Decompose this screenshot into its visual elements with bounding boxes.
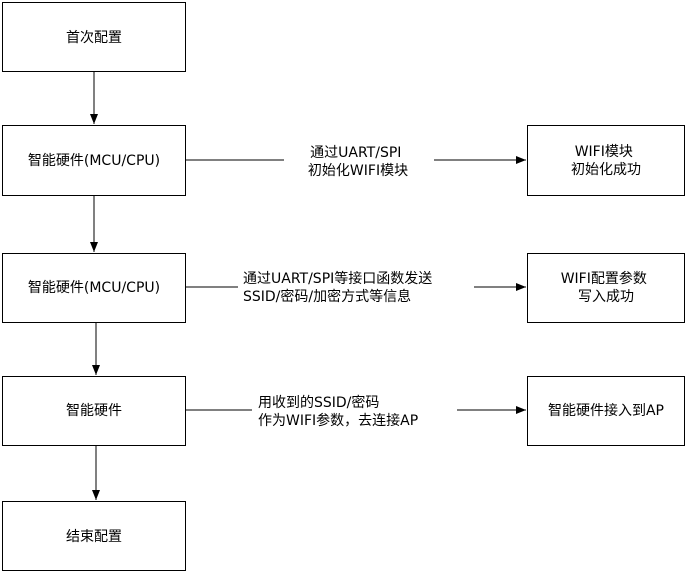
node-wifi-params-line: WIFI配置参数 [561, 270, 647, 287]
node-wifi-params: WIFI配置参数 写入成功 [527, 253, 685, 323]
node-hw2: 智能硬件(MCU/CPU) [2, 253, 186, 323]
node-wifi-init-line: 初始化成功 [571, 161, 641, 178]
edge-label-hw3-to-join-ap: 用收到的SSID/密码 作为WIFI参数，去连接AP [258, 394, 418, 429]
edge-hw3-to-join-ap: 用收到的SSID/密码 作为WIFI参数，去连接AP [186, 394, 526, 430]
node-start: 首次配置 [2, 2, 186, 72]
edge-hw1-to-wifi-init: 通过UART/SPI 初始化WIFI模块 [186, 144, 526, 180]
node-end-label: 结束配置 [66, 529, 122, 545]
node-wifi-params-label: WIFI配置参数 写入成功 [561, 270, 652, 305]
edge-hw2-to-wifi-params: 通过UART/SPI等接口函数发送 SSID/密码/加密方式等信息 [186, 270, 526, 306]
node-end: 结束配置 [2, 501, 186, 571]
node-wifi-init-label: WIFI模块 初始化成功 [571, 144, 641, 178]
node-wifi-params-line: 写入成功 [578, 289, 634, 305]
edge-label-line: SSID/密码/加密方式等信息 [243, 288, 411, 305]
edge-label-hw2-to-wifi-params: 通过UART/SPI等接口函数发送 SSID/密码/加密方式等信息 [243, 270, 437, 305]
node-wifi-init-line: WIFI模块 [575, 144, 633, 160]
edge-label-line: 初始化WIFI模块 [308, 162, 408, 179]
node-hw3: 智能硬件 [2, 376, 186, 446]
edge-label-line: 用收到的SSID/密码 [258, 394, 379, 411]
node-hw1-label: 智能硬件(MCU/CPU) [28, 153, 160, 169]
edge-label-line: 作为WIFI参数，去连接AP [258, 412, 418, 429]
vertical-arrows [90, 72, 100, 500]
node-wifi-init: WIFI模块 初始化成功 [527, 125, 685, 196]
node-hw2-label: 智能硬件(MCU/CPU) [28, 280, 160, 296]
edge-label-hw1-to-wifi-init: 通过UART/SPI 初始化WIFI模块 [308, 145, 408, 179]
node-start-label: 首次配置 [66, 30, 122, 46]
node-hw3-label: 智能硬件 [66, 403, 122, 419]
edge-label-line: 通过UART/SPI [310, 145, 401, 161]
node-hw1: 智能硬件(MCU/CPU) [2, 125, 186, 196]
node-join-ap: 智能硬件接入到AP [527, 376, 685, 446]
edge-label-line: 通过UART/SPI等接口函数发送 [243, 270, 432, 287]
node-join-ap-label: 智能硬件接入到AP [548, 402, 664, 419]
